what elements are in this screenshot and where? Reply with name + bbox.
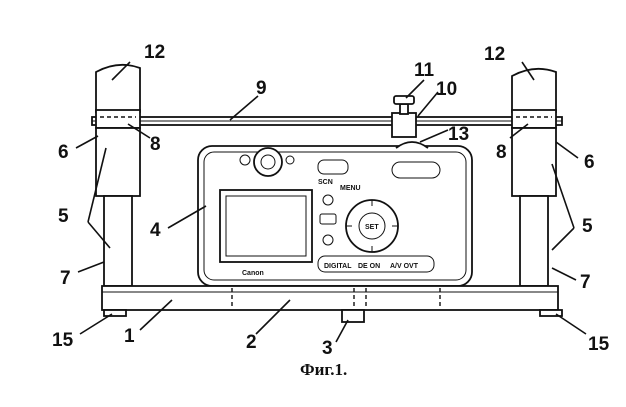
label-9: 9 xyxy=(256,78,267,99)
camera-deon-text: DE ON xyxy=(358,263,380,270)
label-5-right: 5 xyxy=(582,216,593,237)
camera-set-text: SET xyxy=(365,224,379,231)
reference-numerals: 12 12 9 11 10 13 8 8 6 6 5 5 4 7 7 15 1 … xyxy=(52,42,610,359)
label-15-left: 15 xyxy=(52,330,74,351)
figure-caption: Фиг.1. xyxy=(300,360,347,379)
leader-lines xyxy=(75,61,587,343)
label-10: 10 xyxy=(436,79,457,100)
label-13: 13 xyxy=(448,124,469,145)
camera: Canon MENU SET DIGITAL DE ON A/V OVT SCN xyxy=(197,141,473,287)
label-3: 3 xyxy=(322,338,333,359)
base-plate xyxy=(101,285,563,323)
label-5-left: 5 xyxy=(58,206,69,227)
label-1: 1 xyxy=(124,326,135,347)
label-12-right: 12 xyxy=(484,44,505,65)
camera-digital-text: DIGITAL xyxy=(324,263,352,270)
label-6-right: 6 xyxy=(584,152,595,173)
label-8-right: 8 xyxy=(496,142,507,163)
label-8-left: 8 xyxy=(150,134,161,155)
label-7-left: 7 xyxy=(60,268,71,289)
slider-clamp xyxy=(391,95,417,138)
label-2: 2 xyxy=(246,332,257,353)
camera-avovt-text: A/V OVT xyxy=(390,263,419,270)
label-12-left: 12 xyxy=(144,42,165,63)
label-11: 11 xyxy=(414,60,435,81)
right-post xyxy=(511,67,557,287)
camera-menu-text: MENU xyxy=(340,185,361,192)
camera-scn-text: SCN xyxy=(318,179,333,186)
rail-rod xyxy=(91,116,563,126)
camera-brand: Canon xyxy=(242,270,264,277)
label-6-left: 6 xyxy=(58,142,69,163)
label-7-right: 7 xyxy=(580,272,591,293)
left-post xyxy=(95,63,141,287)
label-15-right: 15 xyxy=(588,334,610,355)
label-4: 4 xyxy=(150,220,161,241)
